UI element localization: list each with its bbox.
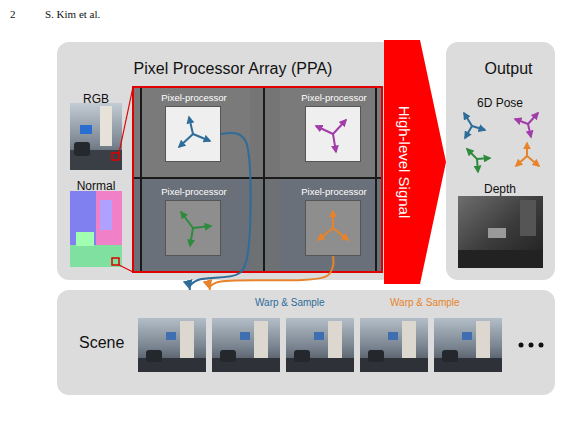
panel-title: Scene	[79, 333, 124, 353]
input-label: RGB	[83, 92, 109, 107]
output-panel: Output	[446, 42, 571, 280]
arrow-body	[384, 40, 446, 284]
panel-ground	[446, 42, 555, 280]
edge-label: Warp & Sample	[390, 297, 460, 309]
processor-label: Pixel-processor	[151, 186, 237, 198]
arrow-shape	[384, 40, 446, 284]
processor-label: Pixel-processor	[291, 186, 377, 198]
output-label: 6D Pose	[477, 96, 523, 111]
panel-title: Output	[446, 42, 571, 79]
panel-title: Pixel Processor Array (PPA)	[57, 42, 409, 79]
rgb-image	[70, 103, 122, 170]
ppa-panel: Pixel Processor Array (PPA) Pixel-process…	[57, 42, 409, 280]
depth-image	[458, 196, 543, 268]
normal-image	[70, 191, 122, 267]
pixel-processor-box: Pixel-processor	[305, 200, 361, 256]
zoom-region	[133, 87, 382, 272]
scene-frame	[138, 318, 502, 372]
edge-label: Warp & Sample	[255, 297, 325, 309]
input-label: Normal	[77, 179, 116, 194]
processor-label: Pixel-processor	[151, 92, 237, 104]
signal-label: High-level Signal	[395, 106, 413, 219]
pose-frame	[179, 117, 348, 246]
pixel-processor-box: Pixel-processor	[305, 106, 361, 162]
author-header: S. Kim et al.	[45, 7, 100, 21]
output-label: Depth	[484, 182, 516, 197]
pixel-processor-box: Pixel-processor	[165, 106, 221, 162]
warp-sample-arrow	[210, 256, 334, 290]
ellipsis-dots	[519, 343, 544, 348]
pose-frame	[464, 113, 539, 172]
pixel-processor-box: Pixel-processor	[165, 200, 221, 256]
signal-arrow: High-level Signal	[384, 40, 446, 284]
processor-label: Pixel-processor	[291, 92, 377, 104]
panel-ground	[57, 42, 393, 280]
panel-ground	[57, 290, 555, 395]
page-number: 2	[10, 7, 16, 21]
